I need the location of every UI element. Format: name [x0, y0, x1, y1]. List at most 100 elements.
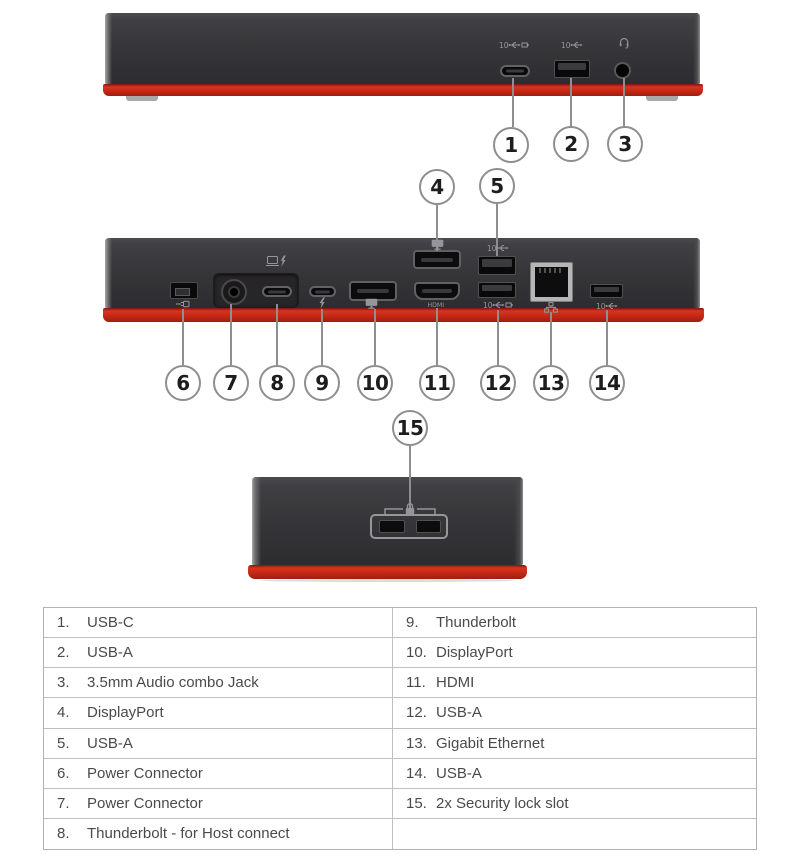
hdmi-port-11 [414, 282, 460, 300]
legend-column-left: 1.USB-C 2.USB-A 3.3.5mm Audio combo Jack… [44, 608, 393, 849]
front-left-edge [105, 13, 112, 84]
callout-1: 1 [493, 127, 529, 163]
front-foot-left [126, 95, 158, 101]
usb-10gbps-icon: 10 [487, 244, 509, 253]
legend-num-15: 15. [406, 794, 427, 812]
callout-6: 6 [165, 365, 201, 401]
usb-10gbps-icon: 10 [561, 41, 583, 50]
callout-9: 9 [304, 365, 340, 401]
security-lock-icon [384, 503, 436, 515]
front-right-edge [693, 13, 700, 84]
callout-13-number: 13 [537, 371, 565, 395]
callout-2-number: 2 [564, 132, 578, 156]
legend-num-7: 7. [57, 794, 70, 812]
displayport-icon [365, 298, 378, 309]
usb-a-port-2 [554, 60, 590, 78]
leader-line-3 [623, 78, 625, 126]
legend-row-1: 1. USB-C [44, 608, 392, 639]
callout-13: 13 [533, 365, 569, 401]
usb-a-port-12 [478, 282, 516, 298]
usb-10gbps-charge-icon: 10 [483, 301, 513, 310]
leader-line-4 [436, 204, 438, 251]
side-left-edge [252, 477, 261, 565]
leader-line-14 [606, 310, 608, 365]
security-lock-slot-right [416, 520, 441, 533]
callout-11-number: 11 [423, 371, 451, 395]
legend-num-12: 12. [406, 704, 427, 722]
leader-line-5 [496, 203, 498, 256]
leader-line-6 [182, 309, 184, 365]
side-view-red-base [248, 565, 527, 579]
legend-label-12: USB-A [436, 704, 482, 722]
legend-table: 1. USB-C 2. USB-A 3. 3.5mm Audio combo Jack… [43, 607, 757, 850]
usb-a-port-5 [478, 256, 516, 275]
legend-num-10: 10. [406, 644, 427, 662]
callout-2: 2 [553, 126, 589, 162]
legend-label-6: Power Connector [87, 764, 203, 782]
legend-num-3: 3. [57, 674, 70, 692]
side-right-edge [514, 477, 523, 565]
leader-line-11 [436, 308, 438, 365]
legend-num-4: 4. [57, 704, 70, 722]
legend-row-11: 11.HDMI [393, 668, 756, 699]
legend-num-2: 2. [57, 644, 70, 662]
callout-7-number: 7 [224, 371, 238, 395]
legend-num-6: 6. [57, 764, 70, 782]
power-connector-port-7 [221, 279, 247, 305]
audio-jack-port-3 [616, 64, 629, 77]
legend-row-13: 13. Gigabit Ethernet [393, 729, 756, 759]
legend-label-3: 3.5mm Audio combo Jack [87, 674, 259, 692]
ethernet-port-pins [539, 268, 564, 273]
svg-text:10: 10 [561, 41, 571, 50]
legend-num-1: 1. [57, 614, 70, 632]
leader-line-9 [321, 309, 323, 365]
legend-row-12: 12. USB-A [393, 698, 756, 729]
legend-label-13: Gigabit Ethernet [436, 734, 545, 752]
svg-text:10: 10 [596, 302, 606, 311]
security-lock-slot-left [379, 520, 405, 533]
callout-12: 12 [480, 365, 516, 401]
legend-num-9: 9. [406, 614, 419, 632]
thunderbolt-host-port-8 [262, 286, 292, 297]
legend-row-14: 14. USB-A [393, 759, 756, 789]
hdmi-icon: HDMI [428, 302, 445, 308]
front-view-body [105, 13, 700, 84]
legend-label-7: Power Connector [87, 794, 203, 812]
side-view-ground-shadow [260, 579, 515, 582]
callout-10-number: 10 [361, 371, 389, 395]
rear-right-edge [693, 238, 700, 308]
leader-line-10 [374, 309, 376, 365]
legend-column-right: 9. Thunderbolt 10. DisplayPort 11.HDMI 12.… [393, 608, 756, 849]
legend-num-14: 14. [406, 764, 427, 782]
legend-label-9: Thunderbolt [436, 614, 517, 632]
legend-row-3: 3. 3.5mm Audio combo Jack [44, 668, 392, 699]
host-connect-icon [266, 255, 286, 267]
svg-text:HDMI: HDMI [428, 302, 445, 308]
legend-label-14: USB-A [436, 764, 482, 782]
legend-label-10: DisplayPort [436, 644, 513, 662]
leader-line-12 [497, 310, 499, 365]
legend-row-15: 15.2x Security lock slot [393, 789, 756, 819]
ethernet-icon [544, 302, 558, 313]
power-connector-port-6 [170, 282, 198, 299]
callout-7: 7 [213, 365, 249, 401]
callout-11: 11 [419, 365, 455, 401]
security-slot-outline [370, 514, 448, 539]
usb-c-port-1 [500, 65, 530, 77]
svg-text:10: 10 [499, 41, 509, 50]
legend-num-5: 5. [57, 734, 70, 752]
legend-row-10: 10. DisplayPort [393, 638, 756, 669]
leader-line-13 [550, 312, 552, 365]
legend-label-8: Thunderbolt - for Host connect [87, 825, 290, 843]
usb-10gbps-charge-icon: 10 [499, 41, 529, 50]
callout-8: 8 [259, 365, 295, 401]
legend-num-13: 13. [406, 734, 427, 752]
leader-line-1 [512, 78, 514, 127]
callout-5-number: 5 [490, 174, 504, 198]
usb-a-port-14 [590, 284, 623, 298]
legend-label-1: USB-C [87, 614, 134, 632]
callout-4: 4 [419, 169, 455, 205]
displayport-port-4 [413, 250, 461, 269]
callout-3-number: 3 [618, 132, 632, 156]
